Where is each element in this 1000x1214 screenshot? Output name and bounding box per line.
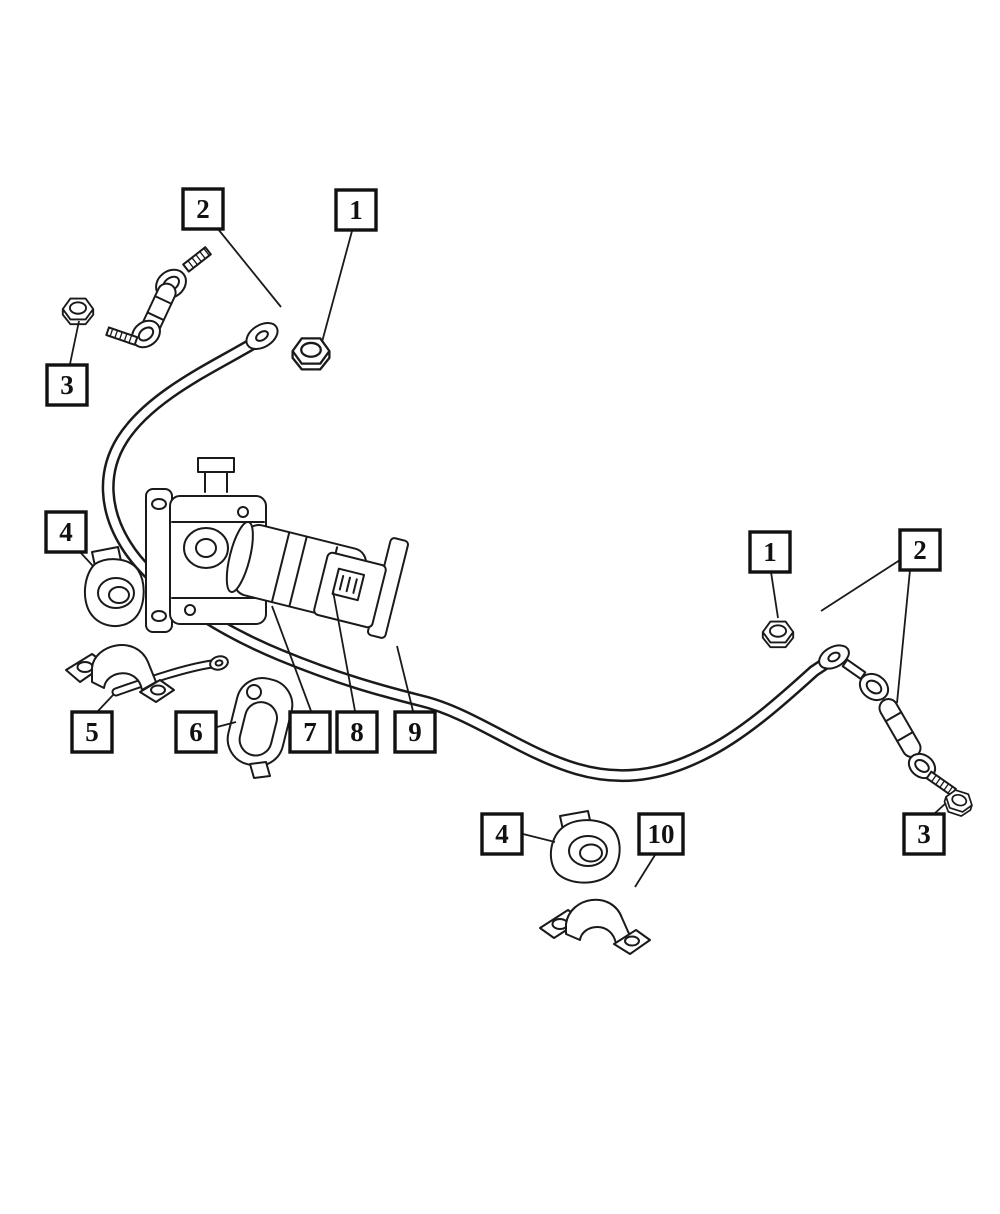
nut-1-right-drawing — [761, 620, 795, 649]
leader-8 — [332, 590, 356, 712]
leader-7 — [271, 605, 312, 712]
nut-1-left-drawing — [291, 337, 331, 371]
leader-1-upper-left — [321, 230, 353, 343]
leader-4-left — [79, 551, 94, 567]
callout-box[interactable] — [181, 187, 225, 231]
bar-right-eyelet — [818, 644, 850, 670]
leader-2-right-b — [896, 569, 911, 704]
bushing-4-left-drawing — [83, 546, 145, 627]
callout-box[interactable] — [70, 710, 114, 754]
callout-label: 4 — [59, 517, 73, 547]
callout-3-lower-right[interactable]: 3 — [902, 812, 946, 856]
bushing-bracket-5-drawing — [65, 644, 229, 703]
callout-5[interactable]: 5 — [70, 710, 114, 754]
callout-label: 8 — [350, 717, 364, 747]
callout-10[interactable]: 10 — [637, 812, 685, 856]
callout-label: 6 — [189, 717, 203, 747]
leader-9 — [396, 645, 414, 712]
callout-label: 5 — [85, 717, 99, 747]
leader-4-bottom — [522, 833, 556, 843]
bushing-bracket-10-drawing — [539, 898, 651, 955]
leader-6 — [216, 721, 237, 728]
callout-label: 2 — [913, 535, 927, 565]
callout-label: 1 — [349, 195, 363, 225]
callout-box[interactable] — [288, 710, 332, 754]
callout-4-left[interactable]: 4 — [44, 510, 88, 554]
callout-box[interactable] — [480, 812, 524, 856]
callout-2-right[interactable]: 2 — [898, 528, 942, 572]
stabilizer-bar-drawing — [101, 322, 850, 783]
callout-4-lower-center[interactable]: 4 — [480, 812, 524, 856]
callout-label: 3 — [917, 819, 931, 849]
leader-2-right-a — [820, 559, 901, 612]
callout-2-upper-left[interactable]: 2 — [181, 187, 225, 231]
callout-box[interactable] — [44, 510, 88, 554]
callout-label: 10 — [648, 819, 675, 849]
leader-10 — [634, 854, 656, 888]
callout-box[interactable] — [898, 528, 942, 572]
callout-9[interactable]: 9 — [393, 710, 437, 754]
callout-box[interactable] — [393, 710, 437, 754]
callout-1-upper-left[interactable]: 1 — [334, 188, 378, 232]
bushing-4-bottom-drawing — [550, 810, 621, 884]
callout-box[interactable] — [748, 530, 792, 574]
callout-box[interactable] — [334, 188, 378, 232]
actuator-drawing — [145, 457, 409, 639]
callout-label: 3 — [60, 370, 74, 400]
callout-box[interactable] — [45, 363, 89, 407]
bar-left-eyelet — [245, 322, 279, 350]
leader-3-left — [69, 320, 80, 365]
callout-label: 7 — [303, 717, 317, 747]
callout-1-right[interactable]: 1 — [748, 530, 792, 574]
callout-3-left[interactable]: 3 — [45, 363, 89, 407]
callout-8[interactable]: 8 — [335, 710, 379, 754]
callout-label: 9 — [408, 717, 422, 747]
callout-box[interactable] — [174, 710, 218, 754]
leader-5 — [97, 693, 115, 712]
left-stabilizer-link-drawing — [105, 246, 212, 349]
callout-label: 1 — [763, 537, 777, 567]
callout-7[interactable]: 7 — [288, 710, 332, 754]
callout-box[interactable] — [335, 710, 379, 754]
leader-lines — [69, 228, 947, 888]
right-stabilizer-link-drawing — [841, 658, 976, 819]
leader-3-right — [933, 802, 947, 815]
callout-label: 2 — [196, 194, 210, 224]
callout-label: 4 — [495, 819, 509, 849]
retainer-6-drawing — [226, 677, 294, 779]
callout-box[interactable] — [637, 812, 685, 856]
callout-6[interactable]: 6 — [174, 710, 218, 754]
leader-1-right — [770, 571, 779, 619]
nut-3-left-drawing — [61, 297, 95, 326]
leader-2-upper-left — [217, 228, 282, 308]
callout-box[interactable] — [902, 812, 946, 856]
